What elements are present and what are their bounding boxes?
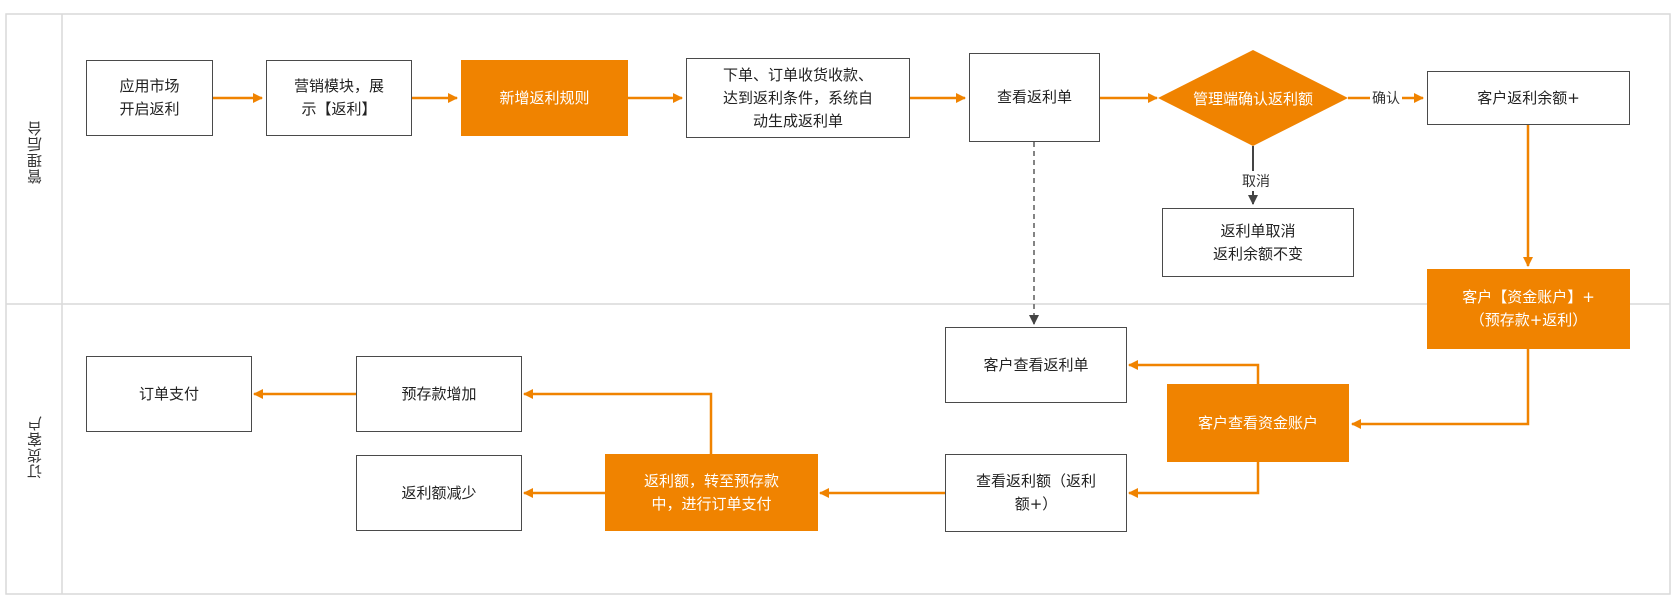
node-enable-rebate: 应用市场 开启返利	[86, 60, 213, 136]
edge-n11-n10	[1128, 360, 1260, 384]
node-add-rebate-rule: 新增返利规则	[461, 60, 628, 136]
edge-n11-n12	[1128, 462, 1260, 498]
node-customer-view-fund: 客户查看资金账户	[1167, 384, 1349, 462]
edge-n9-n11	[1351, 349, 1530, 429]
edge-label-cancel: 取消	[1240, 171, 1272, 191]
lane-label-customer: 订货客户	[26, 415, 44, 479]
lane-label-admin: 管理后台	[26, 120, 44, 184]
node-customer-view-bill: 客户查看返利单	[945, 327, 1127, 403]
node-customer-rebate-balance: 客户返利余额+	[1427, 71, 1630, 125]
node-marketing-module: 营销模块，展 示【返利】	[266, 60, 412, 136]
node-view-rebate-bill: 查看返利单	[969, 53, 1100, 142]
edge-n13-n14	[523, 389, 713, 454]
node-prepay-increase: 预存款增加	[356, 356, 522, 432]
node-rebate-cancel: 返利单取消 返利余额不变	[1162, 208, 1354, 277]
node-order-payment: 订单支付	[86, 356, 252, 432]
edge-label-confirm: 确认	[1370, 88, 1402, 108]
node-confirm-rebate-amount: 管理端确认返利额	[1192, 89, 1313, 108]
decision-diamond	[1158, 50, 1348, 146]
node-fund-account-plus: 客户【资金账户】+ （预存款+返利）	[1427, 269, 1630, 349]
node-view-rebate-amount: 查看返利额（返利 额+）	[945, 454, 1127, 532]
node-rebate-decrease: 返利额减少	[356, 455, 522, 531]
node-auto-generate: 下单、订单收货收款、 达到返利条件，系统自 动生成返利单	[686, 58, 910, 138]
node-transfer-to-prepay: 返利额，转至预存款 中，进行订单支付	[605, 454, 818, 531]
